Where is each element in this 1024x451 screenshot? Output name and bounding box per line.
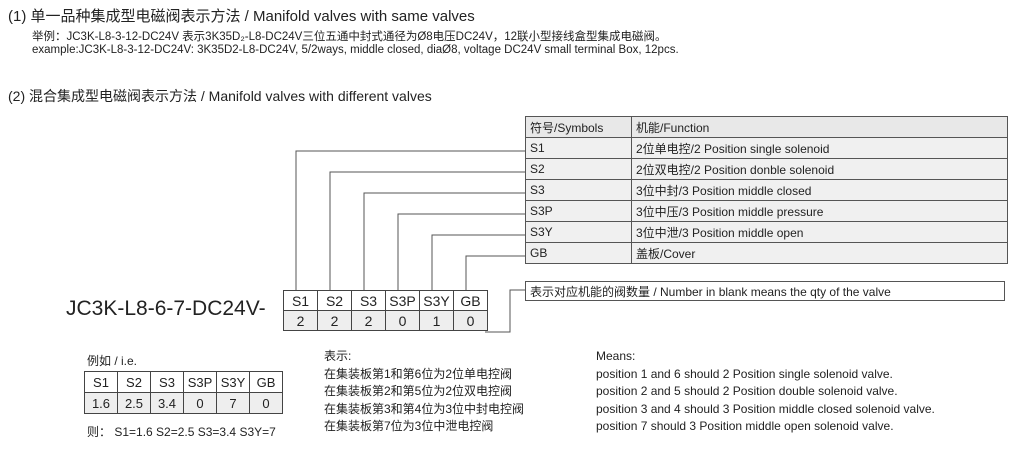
code-symbol: GB: [453, 290, 488, 311]
symbol-cell: S3: [525, 179, 632, 201]
code-values-row: 2 2 2 0 1 0: [283, 310, 488, 331]
symbol-cell: GB: [525, 242, 632, 264]
example-value: 0: [183, 392, 217, 414]
header-function: 机能/Function: [631, 116, 1008, 138]
example-table: S1 S2 S3 S3P S3Y GB 1.6 2.5 3.4 0 7 0: [84, 371, 283, 414]
code-value: 0: [453, 310, 488, 331]
code-value: 2: [351, 310, 386, 331]
example-value: 1.6: [84, 392, 118, 414]
section2-title: (2) 混合集成型电磁阀表示方法 / Manifold valves with …: [8, 88, 432, 104]
means-line: position 1 and 6 should 2 Position singl…: [596, 366, 893, 381]
section1-title: (1) 单一品种集成型电磁阀表示方法 / Manifold valves wit…: [8, 8, 475, 25]
function-cell: 3位中封/3 Position middle closed: [631, 179, 1008, 201]
symbol-cell: S2: [525, 158, 632, 180]
symbol-cell: S3P: [525, 200, 632, 222]
code-value: 1: [419, 310, 454, 331]
code-symbol: S2: [317, 290, 352, 311]
table-row: S3P 3位中压/3 Position middle pressure: [525, 200, 1008, 222]
means-line: position 2 and 5 should 2 Position doubl…: [596, 384, 898, 398]
function-cell: 3位中压/3 Position middle pressure: [631, 200, 1008, 222]
example-symbol: S1: [84, 371, 118, 393]
symbol-cell: S3Y: [525, 221, 632, 243]
indicates-block: 表示: 在集装板第1和第6位为2位单电控阀 在集装板第2和第5位为2位双电控阀 …: [324, 348, 524, 436]
example-value: 2.5: [117, 392, 151, 414]
example-result: 则： S1=1.6 S2=2.5 S3=3.4 S3Y=7: [87, 425, 276, 439]
section1-example-en: example:JC3K-L8-3-12-DC24V: 3K35D2-L8-DC…: [32, 44, 679, 56]
symbols-table-header: 符号/Symbols 机能/Function: [525, 116, 1008, 138]
qty-note: 表示对应机能的阀数量 / Number in blank means the q…: [525, 281, 1005, 301]
function-cell: 2位双电控/2 Position donble solenoid: [631, 158, 1008, 180]
function-cell: 盖板/Cover: [631, 242, 1008, 264]
example-label: 例如 / i.e.: [87, 354, 138, 368]
indicates-label: 表示:: [324, 349, 352, 363]
symbols-table: 符号/Symbols 机能/Function S1 2位单电控/2 Positi…: [525, 116, 1008, 264]
table-row: S3 3位中封/3 Position middle closed: [525, 179, 1008, 201]
header-symbols: 符号/Symbols: [525, 116, 632, 138]
example-value: 0: [249, 392, 283, 414]
model-code: JC3K-L8-6-7-DC24V-: [66, 297, 266, 320]
code-symbol: S1: [283, 290, 318, 311]
example-value: 3.4: [150, 392, 184, 414]
means-block: Means: position 1 and 6 should 2 Positio…: [596, 348, 935, 436]
table-row: S2 2位双电控/2 Position donble solenoid: [525, 158, 1008, 180]
table-row: S3Y 3位中泄/3 Position middle open: [525, 221, 1008, 243]
function-cell: 3位中泄/3 Position middle open: [631, 221, 1008, 243]
indicates-line: 在集装板第2和第5位为2位双电控阀: [324, 384, 513, 398]
code-symbols-row: S1 S2 S3 S3P S3Y GB: [283, 290, 488, 311]
table-row: S1 2位单电控/2 Position single solenoid: [525, 137, 1008, 159]
code-box: S1 S2 S3 S3P S3Y GB 2 2 2 0 1 0: [283, 290, 488, 331]
function-cell: 2位单电控/2 Position single solenoid: [631, 137, 1008, 159]
means-line: position 3 and 4 should 3 Position middl…: [596, 401, 935, 416]
code-symbol: S3P: [385, 290, 420, 311]
example-symbols-row: S1 S2 S3 S3P S3Y GB: [84, 371, 283, 393]
example-values-row: 1.6 2.5 3.4 0 7 0: [84, 392, 283, 414]
example-symbol: S3: [150, 371, 184, 393]
code-value: 0: [385, 310, 420, 331]
indicates-line: 在集装板第7位为3位中泄电控阀: [324, 419, 494, 433]
code-symbol: S3Y: [419, 290, 454, 311]
code-value: 2: [317, 310, 352, 331]
example-symbol: S3Y: [216, 371, 250, 393]
code-value: 2: [283, 310, 318, 331]
indicates-line: 在集装板第3和第4位为3位中封电控阀: [324, 401, 525, 416]
table-row: GB 盖板/Cover: [525, 242, 1008, 264]
example-symbol: S2: [117, 371, 151, 393]
example-symbol: GB: [249, 371, 283, 393]
section1-example-cn: 举例：JC3K-L8-3-12-DC24V 表示3K35D₂-L8-DC24V三…: [32, 31, 667, 43]
indicates-line: 在集装板第1和第6位为2位单电控阀: [324, 366, 513, 381]
means-label: Means:: [596, 349, 636, 363]
example-symbol: S3P: [183, 371, 217, 393]
means-line: position 7 should 3 Position middle open…: [596, 419, 894, 433]
example-value: 7: [216, 392, 250, 414]
symbol-cell: S1: [525, 137, 632, 159]
code-symbol: S3: [351, 290, 386, 311]
